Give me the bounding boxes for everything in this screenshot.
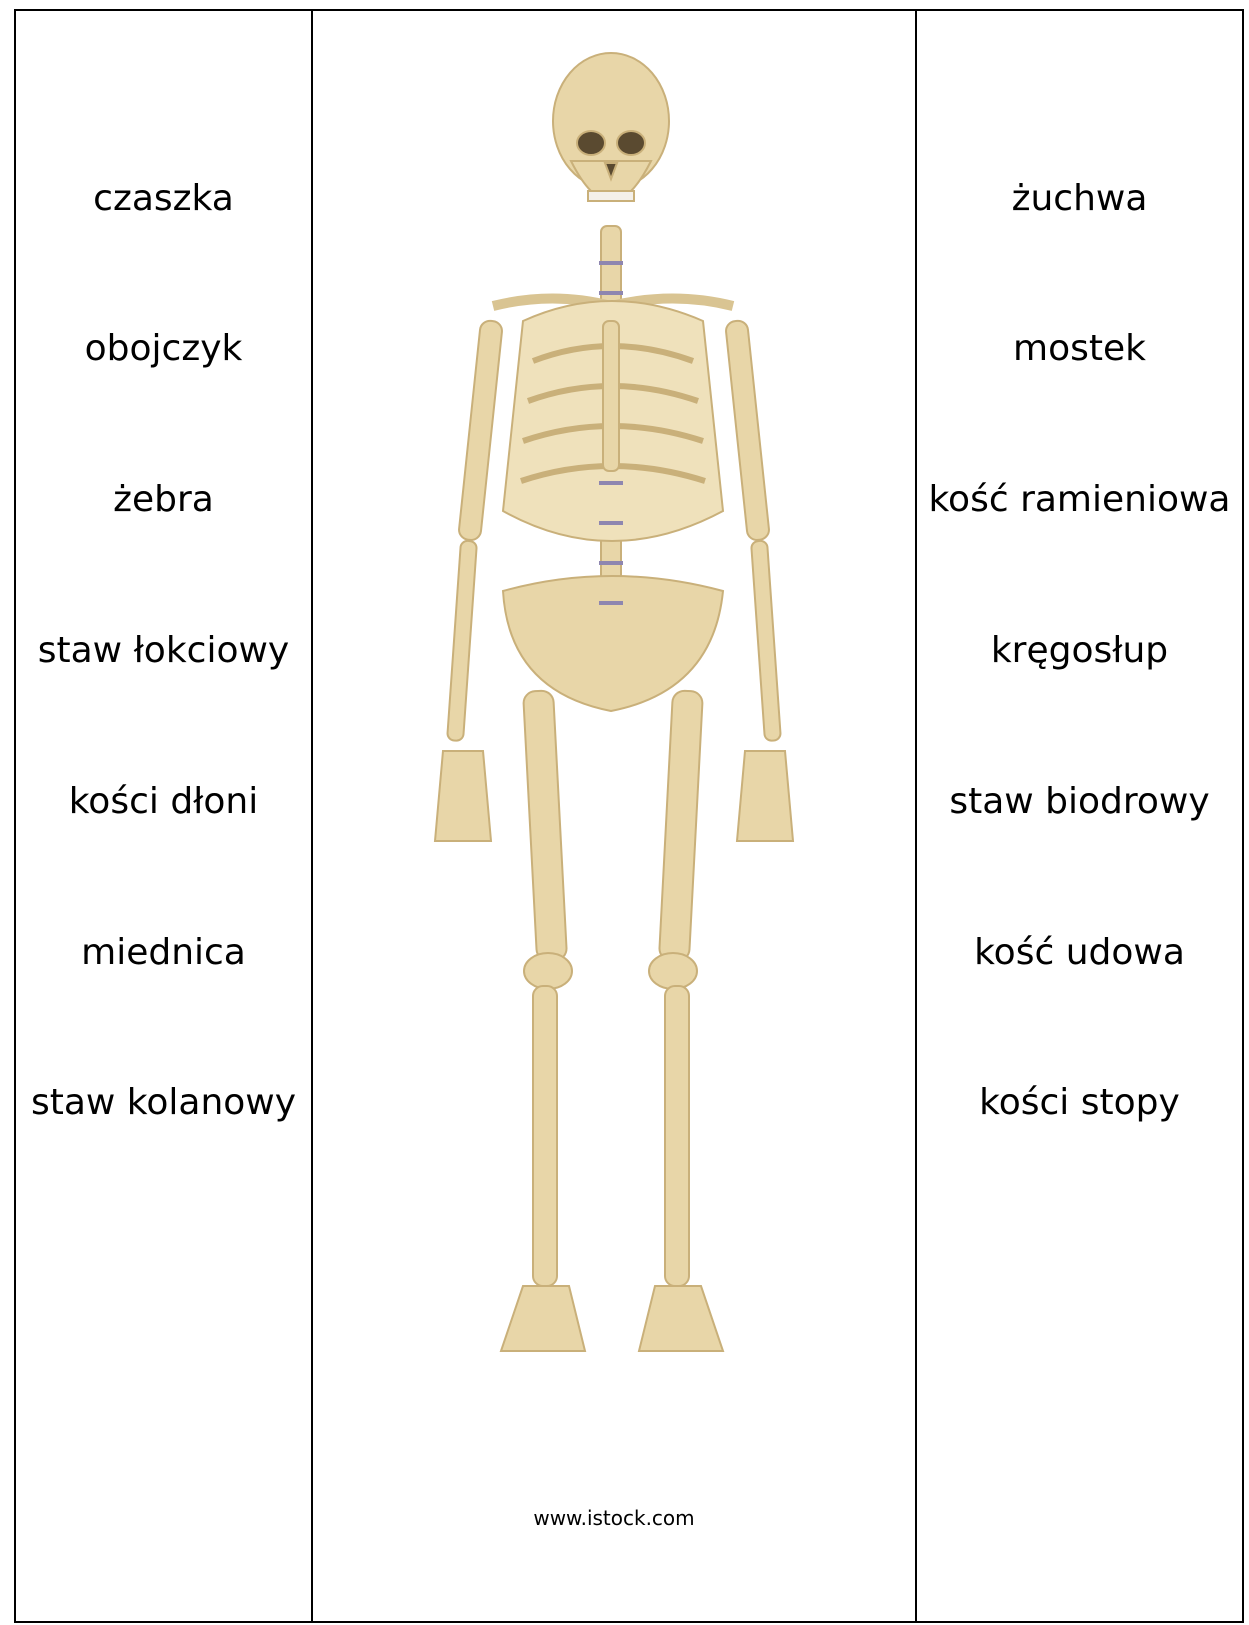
label-elbow-joint: staw łokciowy [16,629,311,673]
right-forearm [751,540,781,741]
image-column: www.istock.com [313,11,917,1621]
right-foot [639,1286,723,1351]
label-femur: kość udowa [917,931,1242,975]
skeleton-illustration [373,51,853,1361]
right-hand [737,751,793,841]
worksheet-table: czaszka obojczyk żebra staw łokciowy koś… [14,9,1244,1623]
label-spine: kręgosłup [917,629,1242,673]
label-clavicle: obojczyk [16,327,311,371]
label-pelvis: miednica [16,931,311,975]
label-ribs: żebra [16,478,311,522]
right-tibia [665,986,689,1286]
label-knee-joint: staw kolanowy [16,1081,311,1125]
right-humerus [725,320,770,541]
right-femur [659,690,703,961]
left-forearm [447,540,477,741]
label-humerus: kość ramieniowa [917,478,1242,522]
left-humerus [458,320,503,541]
right-knee [649,953,697,989]
left-femur [523,690,567,961]
label-mandible: żuchwa [917,177,1242,221]
sternum [603,321,619,471]
label-skull: czaszka [16,177,311,221]
left-label-column: czaszka obojczyk żebra staw łokciowy koś… [16,11,313,1621]
left-knee [524,953,572,989]
left-hand [435,751,491,841]
label-hip-joint: staw biodrowy [917,780,1242,824]
left-tibia [533,986,557,1286]
left-foot [501,1286,585,1351]
label-sternum: mostek [917,327,1242,371]
right-label-column: żuchwa mostek kość ramieniowa kręgosłup … [917,11,1242,1621]
label-hand-bones: kości dłoni [16,780,311,824]
label-foot-bones: kości stopy [917,1081,1242,1125]
image-credit: www.istock.com [313,1506,915,1530]
